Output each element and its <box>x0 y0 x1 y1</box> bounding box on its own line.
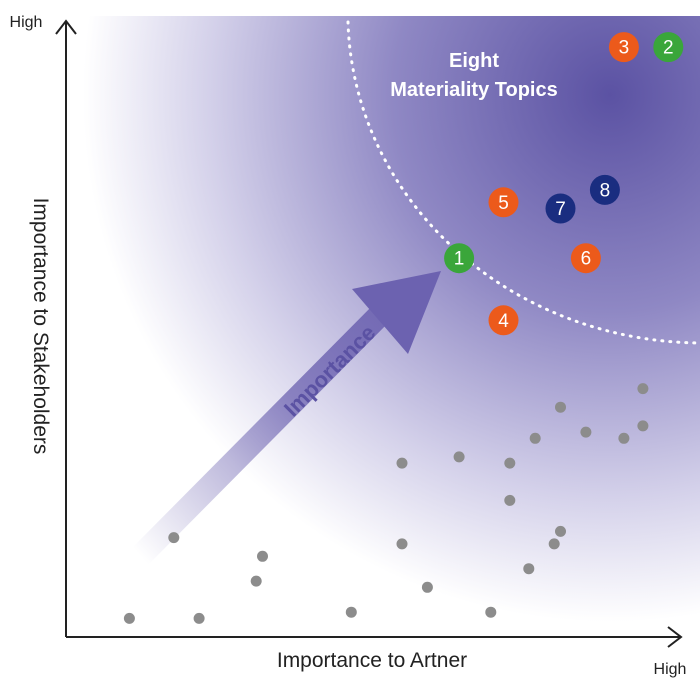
y-axis-label: Importance to Stakeholders <box>29 198 52 455</box>
topic-number: 7 <box>555 199 566 220</box>
topic-point <box>545 193 576 224</box>
x-axis-label: Importance to Artner <box>277 649 467 672</box>
x-axis-high-label: High <box>654 661 687 678</box>
topic-badge-1: 1 <box>444 243 475 274</box>
topic-badge-7: 7 <box>545 193 576 224</box>
chart-title-line-2: Materiality Topics <box>390 79 557 101</box>
topic-badge-3: 3 <box>608 32 639 63</box>
other-point <box>555 401 566 413</box>
topic-badge-2: 2 <box>653 32 684 63</box>
other-point <box>548 538 560 550</box>
other-point <box>123 612 135 624</box>
chart-title-line-1: Eight <box>449 50 499 72</box>
other-point <box>168 532 180 544</box>
other-point <box>637 420 649 432</box>
topic-number: 2 <box>663 38 674 59</box>
topic-point <box>570 243 601 274</box>
other-point <box>529 432 541 444</box>
other-point <box>555 525 566 537</box>
topic-number: 6 <box>581 249 592 270</box>
axes <box>55 19 683 648</box>
topic-number: 8 <box>600 180 611 201</box>
other-point <box>637 383 649 395</box>
other-points <box>123 383 649 624</box>
other-point <box>345 606 357 618</box>
importance-arrow <box>132 271 441 565</box>
x-axis-arrowhead <box>667 626 683 648</box>
other-point <box>257 550 268 562</box>
other-point <box>396 457 408 469</box>
topic-point <box>444 243 475 274</box>
topic-badges: 1 2 3 4 5 6 7 8 <box>444 32 684 336</box>
other-point <box>618 432 630 444</box>
topic-point <box>488 305 519 336</box>
other-point <box>504 457 516 469</box>
y-axis-high-label: High <box>10 14 43 31</box>
other-point <box>485 606 497 618</box>
topic-badge-4: 4 <box>488 305 519 336</box>
topic-point <box>488 187 519 218</box>
topic-point <box>653 32 684 63</box>
other-point <box>250 575 262 587</box>
topic-point <box>608 32 639 63</box>
topic-badge-6: 6 <box>570 243 601 274</box>
topic-number: 3 <box>619 38 630 59</box>
other-point <box>580 426 592 438</box>
topic-number: 5 <box>498 193 509 214</box>
topic-number: 4 <box>498 311 509 332</box>
other-point <box>396 538 408 550</box>
topic-badge-5: 5 <box>488 187 519 218</box>
other-point <box>193 612 205 624</box>
other-point <box>523 563 535 575</box>
other-point <box>504 494 516 506</box>
other-point <box>421 581 433 593</box>
topic-point <box>589 174 620 205</box>
topic-number: 1 <box>454 249 465 270</box>
other-point <box>453 451 465 463</box>
topic-badge-8: 8 <box>589 174 620 205</box>
y-axis-arrowhead <box>55 19 77 35</box>
